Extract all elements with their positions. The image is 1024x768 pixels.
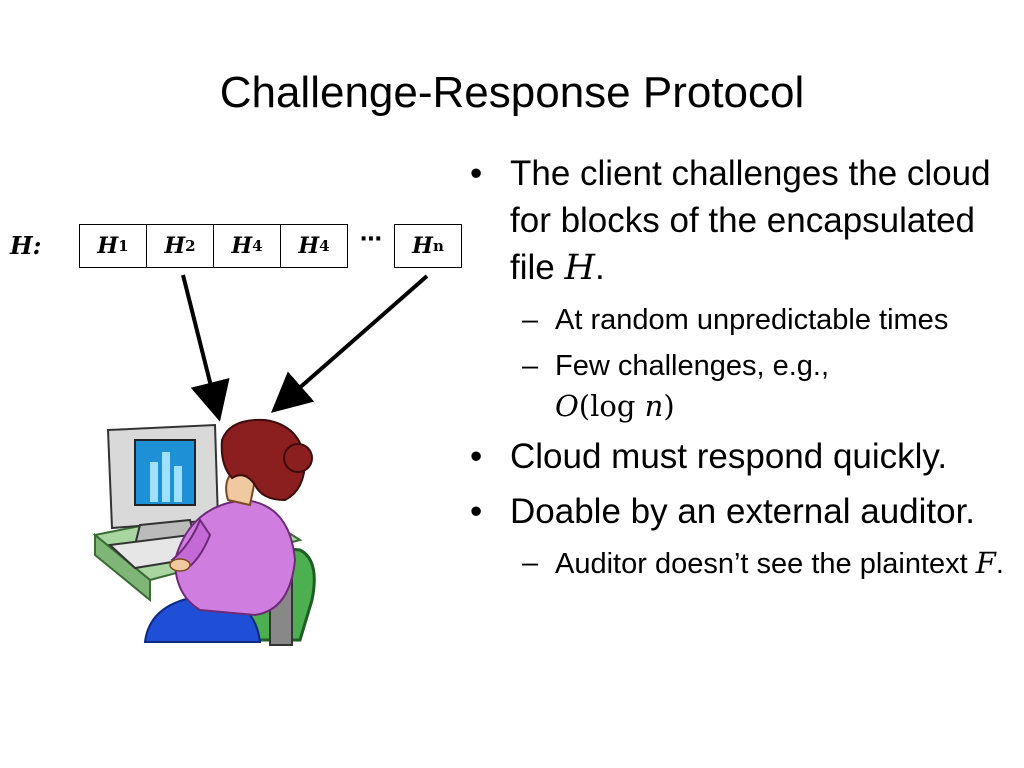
math-symbol: F xyxy=(975,546,996,580)
sub-bullet-item: – At random unpredictable times xyxy=(470,300,1015,340)
slide-title: Challenge-Response Protocol xyxy=(219,68,805,117)
block-sub: 4 xyxy=(252,237,263,255)
sub-bullet-text: Auditor doesn’t see the plaintext xyxy=(555,548,976,580)
math-close: ) xyxy=(663,389,675,423)
math-log: (log xyxy=(578,389,645,423)
array-label: H: xyxy=(10,231,42,260)
bullet-item: • The client challenges the cloud for bl… xyxy=(470,150,1015,292)
sub-bullet-dash: – xyxy=(522,547,539,579)
bullet-text: The client challenges the cloud for bloc… xyxy=(510,154,991,287)
block-base: H xyxy=(298,233,320,259)
person-at-computer-illustration xyxy=(92,418,316,646)
ellipsis: ⋯ xyxy=(360,226,382,251)
bullet-dot: • xyxy=(470,437,483,476)
block-base: H xyxy=(164,233,186,259)
bullet-dot: • xyxy=(470,154,483,193)
block-sub: 1 xyxy=(118,237,129,255)
block-base: H xyxy=(231,233,253,259)
block-sub: 2 xyxy=(185,237,196,255)
block-sub: n xyxy=(432,237,444,255)
sub-bullet-dash: – xyxy=(522,304,539,336)
sub-bullet-item: – Auditor doesn’t see the plaintext F. xyxy=(470,543,1015,584)
math-symbol: O xyxy=(555,389,579,423)
math-symbol: H xyxy=(564,248,595,288)
bullet-dot: • xyxy=(470,492,483,531)
block-sub: 4 xyxy=(319,237,330,255)
bullet-text: Cloud must respond quickly. xyxy=(510,437,948,476)
bullet-list: • The client challenges the cloud for bl… xyxy=(470,150,1015,590)
sub-bullet-dash: – xyxy=(522,350,539,382)
bullet-text: Doable by an external auditor. xyxy=(510,492,976,531)
sub-bullet-item: – Few challenges, e.g., O(log n) xyxy=(470,346,1015,427)
arrow-from-h2 xyxy=(181,274,230,422)
bullet-item: • Cloud must respond quickly. xyxy=(470,433,1015,480)
arrow-from-hn xyxy=(270,274,429,413)
sub-bullet-text: Few challenges, e.g., xyxy=(555,350,830,382)
block-base: H xyxy=(97,233,119,259)
math-symbol: n xyxy=(644,389,664,423)
block-base: H xyxy=(412,233,433,259)
bullet-text-end: . xyxy=(595,248,605,287)
sub-bullet-text: At random unpredictable times xyxy=(555,304,949,336)
bullet-item: • Doable by an external auditor. xyxy=(470,488,1015,535)
sub-bullet-text-end: . xyxy=(995,548,1004,580)
